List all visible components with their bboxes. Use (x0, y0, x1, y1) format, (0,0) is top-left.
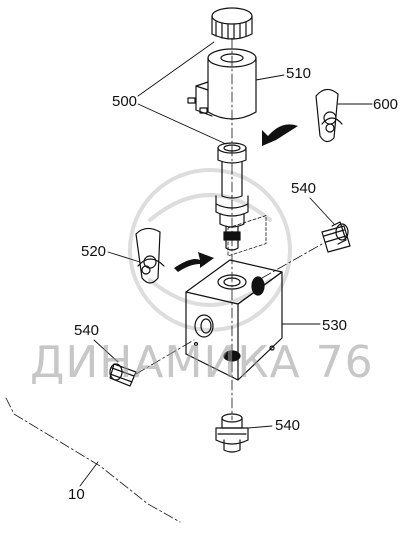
callout-600: 600 (373, 96, 399, 113)
insert-arrow-upper (262, 124, 298, 146)
callout-540-left: 540 (74, 322, 100, 339)
leader-10 (79, 461, 99, 487)
solenoid-coil (187, 48, 257, 120)
leader-520 (107, 251, 141, 263)
leader-540-left (93, 339, 119, 363)
insert-arrow-lower (174, 252, 214, 272)
leader-500 (137, 41, 215, 97)
callout-520: 520 (81, 243, 107, 260)
callout-10: 10 (68, 486, 85, 503)
callout-530: 530 (322, 317, 348, 334)
callout-510: 510 (286, 65, 312, 82)
leader-540-right (309, 197, 335, 225)
knurled-nut (211, 7, 253, 40)
watermark-text: ДИНАМИКА 76 (30, 337, 374, 388)
leader-510 (255, 74, 285, 81)
callout-500: 500 (112, 93, 138, 110)
fitting-left (109, 363, 137, 387)
axis-left (135, 339, 195, 375)
retaining-clip-upper (315, 88, 343, 143)
valve-block (185, 215, 283, 381)
fitting-bottom (215, 413, 249, 453)
leader-500b (137, 103, 227, 145)
watermark-logo (128, 168, 292, 332)
base-reference-line (5, 397, 181, 523)
leader-540-bottom (247, 425, 273, 429)
callout-540-bottom: 540 (275, 417, 301, 434)
valve-cartridge (215, 142, 249, 251)
callout-540-right: 540 (291, 180, 317, 197)
retaining-clip-lower (135, 227, 165, 284)
axis-right (261, 243, 323, 279)
fitting-right (321, 221, 351, 253)
